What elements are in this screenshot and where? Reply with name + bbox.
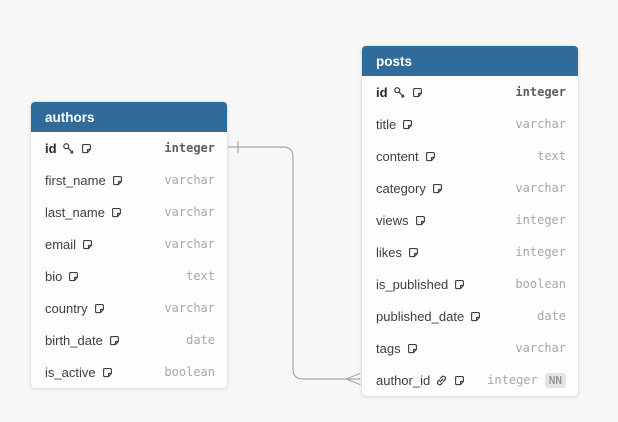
field-row-authors-bio[interactable]: bio text [31, 260, 227, 292]
note-icon [424, 150, 437, 163]
field-type: integer [164, 141, 215, 155]
field-row-posts-likes[interactable]: likes integer [362, 236, 578, 268]
primary-key-icon [62, 142, 75, 155]
field-name: likes [376, 244, 403, 260]
note-icon [431, 182, 444, 195]
cardinality-many-marker [345, 372, 361, 386]
field-name: title [376, 116, 397, 132]
field-type: date [186, 333, 215, 347]
field-name: views [376, 212, 409, 228]
field-name: is_active [45, 364, 96, 380]
field-name: tags [376, 340, 401, 356]
field-name: content [376, 148, 419, 164]
foreign-key-icon [435, 374, 448, 387]
table-authors-title: authors [45, 109, 95, 125]
field-name: bio [45, 268, 63, 284]
field-type: boolean [515, 277, 566, 291]
field-type: integer [515, 85, 566, 99]
field-row-posts-published_date[interactable]: published_date date [362, 300, 578, 332]
field-row-authors-is_active[interactable]: is_active boolean [31, 356, 227, 388]
field-row-authors-id[interactable]: id integer [31, 132, 227, 164]
field-row-posts-author_id[interactable]: author_id integer NN [362, 364, 578, 396]
field-name: author_id [376, 372, 431, 388]
note-icon [401, 118, 414, 131]
field-type: varchar [515, 341, 566, 355]
field-row-posts-is_published[interactable]: is_published boolean [362, 268, 578, 300]
field-type: date [537, 309, 566, 323]
field-row-posts-content[interactable]: content text [362, 140, 578, 172]
note-icon [453, 278, 466, 291]
field-name: is_published [376, 276, 449, 292]
field-row-authors-country[interactable]: country varchar [31, 292, 227, 324]
field-row-posts-category[interactable]: category varchar [362, 172, 578, 204]
field-name: birth_date [45, 332, 103, 348]
note-icon [80, 142, 93, 155]
field-name: id [45, 140, 57, 156]
field-name: country [45, 300, 88, 316]
note-icon [93, 302, 106, 315]
field-row-authors-last_name[interactable]: last_name varchar [31, 196, 227, 228]
note-icon [110, 206, 123, 219]
table-posts[interactable]: posts id integer title varchar content text ca… [361, 45, 579, 397]
field-type: varchar [164, 205, 215, 219]
field-row-posts-title[interactable]: title varchar [362, 108, 578, 140]
note-icon [411, 86, 424, 99]
field-type: integer [515, 213, 566, 227]
field-row-authors-birth_date[interactable]: birth_date date [31, 324, 227, 356]
note-icon [108, 334, 121, 347]
field-name: last_name [45, 204, 105, 220]
field-type: varchar [164, 237, 215, 251]
field-row-authors-email[interactable]: email varchar [31, 228, 227, 260]
field-name: email [45, 236, 77, 252]
note-icon [81, 238, 94, 251]
note-icon [67, 270, 80, 283]
table-posts-body: id integer title varchar content text category… [362, 76, 578, 396]
field-name: category [376, 180, 426, 196]
table-authors-header[interactable]: authors [31, 102, 227, 132]
note-icon [101, 366, 114, 379]
field-name: first_name [45, 172, 106, 188]
field-type: varchar [515, 117, 566, 131]
note-icon [414, 214, 427, 227]
field-row-posts-tags[interactable]: tags varchar [362, 332, 578, 364]
field-type: text [186, 269, 215, 283]
table-posts-title: posts [376, 53, 413, 69]
field-name: published_date [376, 308, 465, 324]
field-name: id [376, 84, 388, 100]
field-row-posts-id[interactable]: id integer [362, 76, 578, 108]
field-row-authors-first_name[interactable]: first_name varchar [31, 164, 227, 196]
relationship-connector[interactable] [227, 146, 361, 380]
field-row-posts-views[interactable]: views integer [362, 204, 578, 236]
note-icon [469, 310, 482, 323]
field-type: boolean [164, 365, 215, 379]
field-type: varchar [164, 173, 215, 187]
field-type: integer [487, 373, 538, 387]
note-icon [111, 174, 124, 187]
note-icon [406, 342, 419, 355]
primary-key-icon [393, 86, 406, 99]
note-icon [407, 246, 420, 259]
field-type: varchar [515, 181, 566, 195]
not-null-badge: NN [544, 372, 566, 388]
table-posts-header[interactable]: posts [362, 46, 578, 76]
note-icon [453, 374, 466, 387]
field-type: varchar [164, 301, 215, 315]
field-type: text [537, 149, 566, 163]
field-type: integer [515, 245, 566, 259]
